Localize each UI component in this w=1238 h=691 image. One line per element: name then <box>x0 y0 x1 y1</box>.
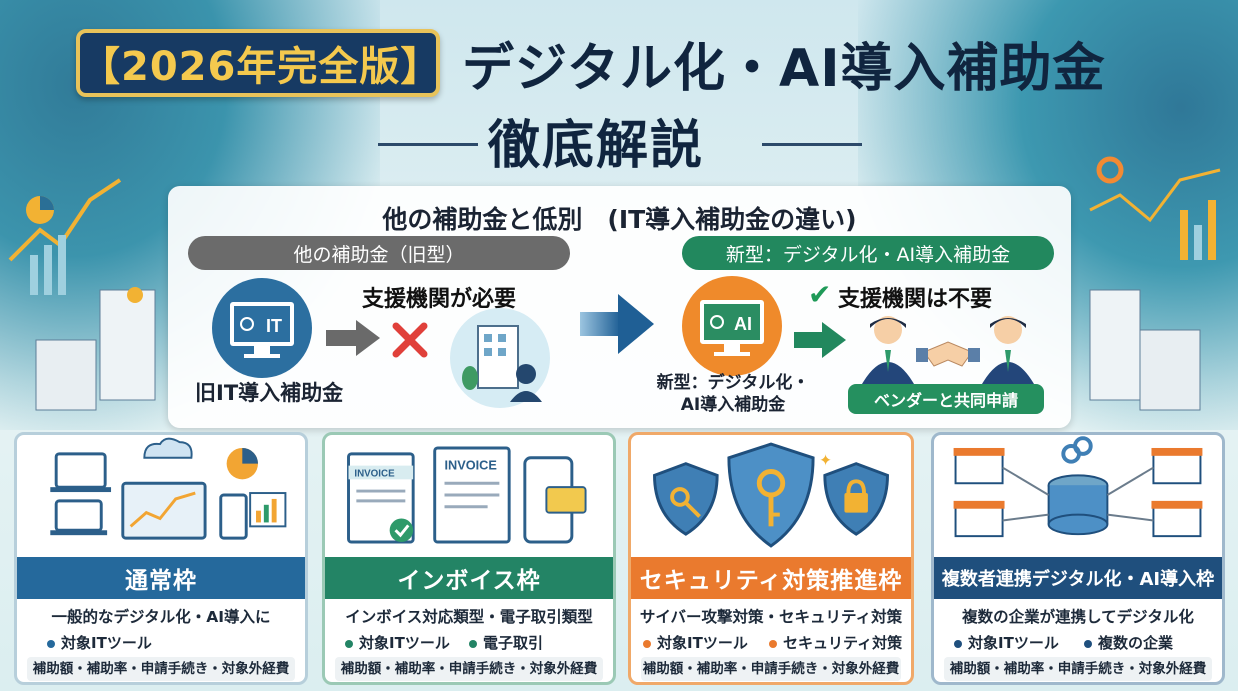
new-requirement-label: 支援機関は不要 <box>838 287 993 312</box>
old-it-monitor-icon: IT <box>212 278 312 378</box>
right-chart-buildings-illustration <box>1089 156 1221 411</box>
bullet-text: 電子取引 <box>483 634 544 652</box>
card-security: ✦ セキュリティ対策推進枠 サイバー攻撃対策・セキュリティ対策 対象ITツール … <box>628 432 914 685</box>
card-multi-company-title: 複数者連携デジタル化・AI導入枠 <box>934 557 1222 599</box>
old-requirement-label: 支援機関が必要 <box>362 287 517 312</box>
old-subsidy-pill: 他の補助金（旧型） <box>188 236 570 270</box>
page-subtitle: 徹底解説 <box>488 116 705 176</box>
card-invoice: INVOICE INVOICE インボイス枠 インボイス対応類型・電子取引類型 … <box>322 432 616 685</box>
card-invoice-bullet-1: 対象ITツール <box>345 632 450 653</box>
card-invoice-bullet-2: 電子取引 <box>469 632 543 653</box>
left-chart-buildings-illustration <box>8 178 156 411</box>
card-multi-company: 複数者連携デジタル化・AI導入枠 複数の企業が連携してデジタル化 対象ITツール… <box>931 432 1225 685</box>
old-it-caption: 旧IT導入補助金 <box>195 381 344 405</box>
title-rule-right <box>762 143 862 146</box>
bullet-text: 対象ITツール <box>359 634 450 652</box>
new-ai-caption-line2: AI導入補助金 <box>680 395 786 415</box>
support-agency-building-icon <box>450 308 550 408</box>
bullet-text: 対象ITツール <box>61 634 152 652</box>
edition-badge: 【2026年完全版】 <box>76 29 440 97</box>
invoice-label-2: INVOICE <box>445 458 497 473</box>
card-invoice-footer: 補助額・補助率・申請手続き・対象外経費 <box>335 657 603 681</box>
old-icon-text: IT <box>266 316 282 336</box>
card-regular-footer: 補助額・補助率・申請手続き・対象外経費 <box>27 657 295 681</box>
invoice-documents-illustration: INVOICE INVOICE <box>347 446 587 544</box>
comparison-title: 他の補助金と低別 (IT導入補助金の違い) <box>382 205 857 234</box>
cross-icon <box>392 322 428 358</box>
card-regular: 通常枠 一般的なデジタル化・AI導入に 対象ITツール 補助額・補助率・申請手続… <box>14 432 308 685</box>
bullet-dot <box>47 639 55 648</box>
card-multi-company-bullet-1: 対象ITツール <box>954 632 1059 653</box>
bullet-text: 複数の企業 <box>1098 634 1174 652</box>
regular-devices-illustration <box>50 437 287 540</box>
card-multi-company-footer: 補助額・補助率・申請手続き・対象外経費 <box>944 657 1212 681</box>
card-multi-company-bullet-2: 複数の企業 <box>1084 632 1173 653</box>
card-security-bullet-1: 対象ITツール <box>643 632 748 653</box>
card-regular-title: 通常枠 <box>17 557 305 599</box>
new-ai-caption-line1: 新型：デジタル化・ <box>656 373 810 393</box>
transition-arrow-icon <box>580 294 654 354</box>
bullet-dot <box>1084 639 1092 648</box>
bullet-dot <box>643 639 651 648</box>
card-security-footer: 補助額・補助率・申請手続き・対象外経費 <box>641 657 901 681</box>
connected-stores-database-illustration <box>953 436 1203 538</box>
bullet-text: 対象ITツール <box>968 634 1059 652</box>
card-invoice-desc: インボイス対応類型・電子取引類型 <box>345 608 593 626</box>
new-ai-caption: 新型：デジタル化・ AI導入補助金 <box>648 372 818 416</box>
vendor-joint-application-badge: ベンダーと共同申請 <box>848 384 1044 414</box>
title-rule-left <box>378 143 478 146</box>
page-title: デジタル化・AI導入補助金 <box>462 39 1106 99</box>
card-regular-desc: 一般的なデジタル化・AI導入に <box>51 608 271 626</box>
handshake-partners-icon <box>862 316 1034 384</box>
card-regular-bullet-1: 対象ITツール <box>47 632 152 653</box>
bullet-dot <box>469 639 477 648</box>
card-multi-company-desc: 複数の企業が連携してデジタル化 <box>962 608 1194 626</box>
security-shields-illustration: ✦ <box>653 442 889 548</box>
gray-arrow-icon <box>326 320 380 356</box>
bullet-dot <box>345 639 353 648</box>
bullet-text: 対象ITツール <box>657 634 748 652</box>
new-icon-text: AI <box>734 314 752 334</box>
card-security-bullet-2: セキュリティ対策 <box>769 632 902 653</box>
bullet-dot <box>769 639 777 648</box>
card-security-desc: サイバー攻撃対策・セキュリティ対策 <box>639 608 903 626</box>
check-icon: ✔ <box>808 278 832 311</box>
bullet-text: セキュリティ対策 <box>783 634 903 652</box>
new-ai-monitor-icon: AI <box>682 276 782 376</box>
card-invoice-title: インボイス枠 <box>325 557 613 599</box>
card-security-title: セキュリティ対策推進枠 <box>631 557 911 599</box>
svg-text:✦: ✦ <box>819 451 832 470</box>
invoice-label-1: INVOICE <box>354 468 395 479</box>
new-subsidy-pill: 新型：デジタル化・AI導入補助金 <box>682 236 1054 270</box>
bullet-dot <box>954 639 962 648</box>
green-arrow-icon <box>794 322 846 358</box>
